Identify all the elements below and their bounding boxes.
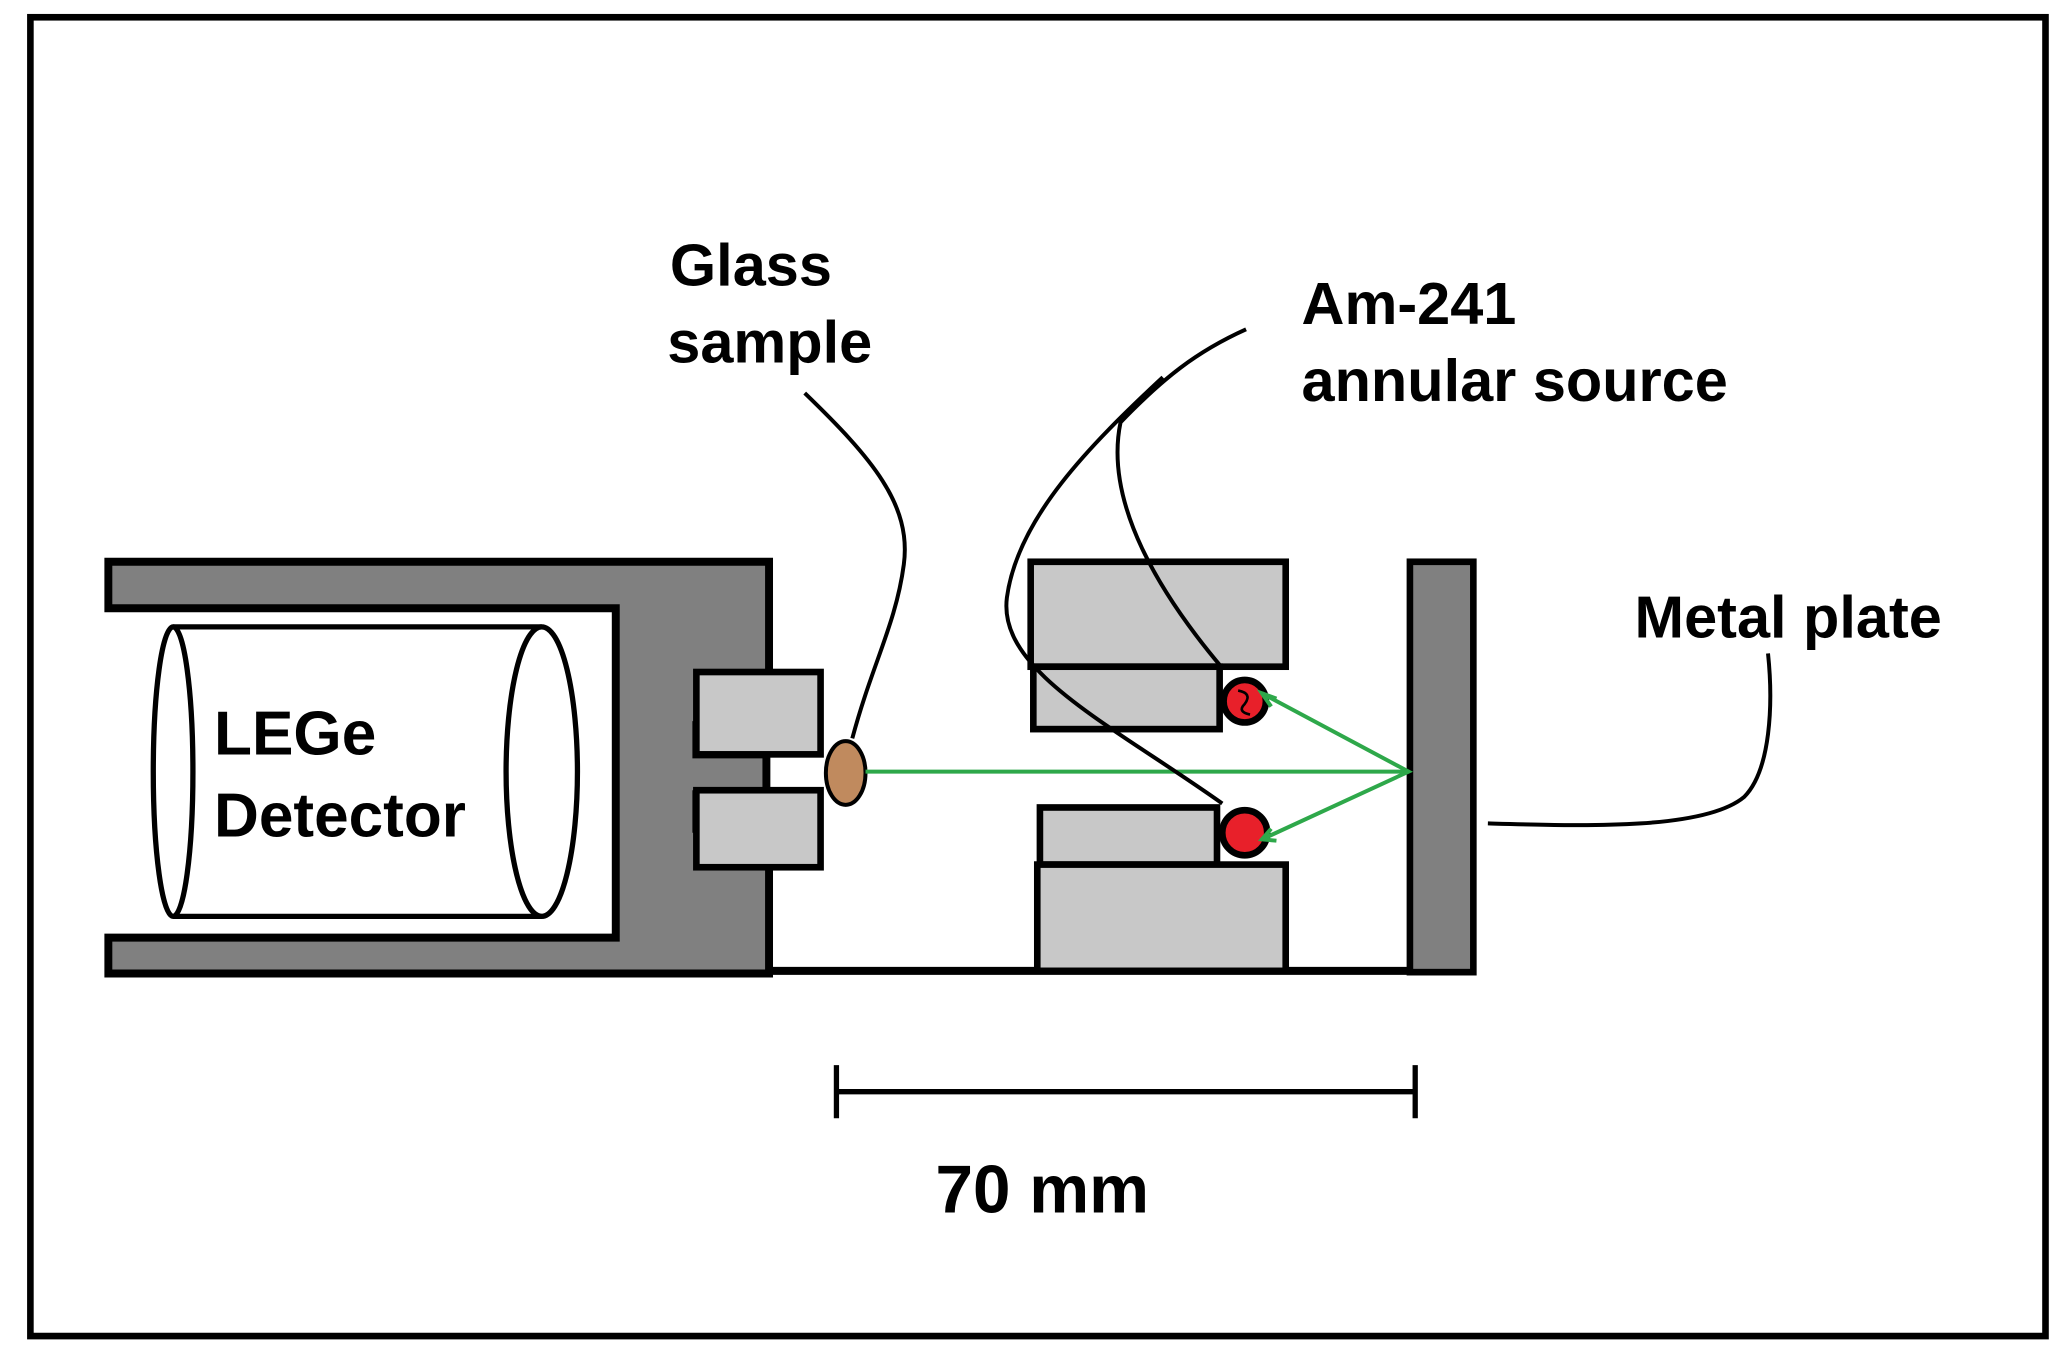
label-detector-line1: LEGe (214, 699, 376, 768)
source-holder-lower-inner (1036, 804, 1221, 868)
collimator-block-upper (693, 668, 824, 758)
glass-sample (823, 739, 868, 807)
leader-line-am241-lower (1004, 375, 1224, 806)
label-glass-line1: Glass (670, 231, 832, 298)
label-am241-line1: Am-241 (1302, 270, 1517, 337)
detector-crystal-face (503, 624, 581, 920)
beam-paths (865, 689, 1414, 843)
scale-bar (833, 1065, 1418, 1119)
label-detector-line2: Detector (214, 782, 466, 851)
am241-source-lower (1218, 806, 1271, 859)
detector-crystal (173, 624, 542, 920)
detector-crystal-back (150, 624, 196, 920)
label-am241-line2: annular source (1302, 347, 1728, 414)
source-holder-upper-inner (1030, 663, 1223, 733)
source-holder-bottom (1033, 861, 1290, 975)
collimator-block-lower (693, 786, 824, 871)
am241-source-upper (1220, 676, 1270, 726)
leader-line-am241-upper (1115, 327, 1247, 670)
label-metal-plate: Metal plate (1635, 583, 1942, 650)
leader-line-metal-plate (1487, 653, 1773, 828)
leader-line-glass-sample (803, 391, 907, 739)
metal-plate (1406, 558, 1477, 976)
am241-source-upper-mark (1237, 689, 1251, 716)
label-scale: 70 mm (936, 1152, 1149, 1227)
label-glass-line2: sample (667, 308, 872, 375)
